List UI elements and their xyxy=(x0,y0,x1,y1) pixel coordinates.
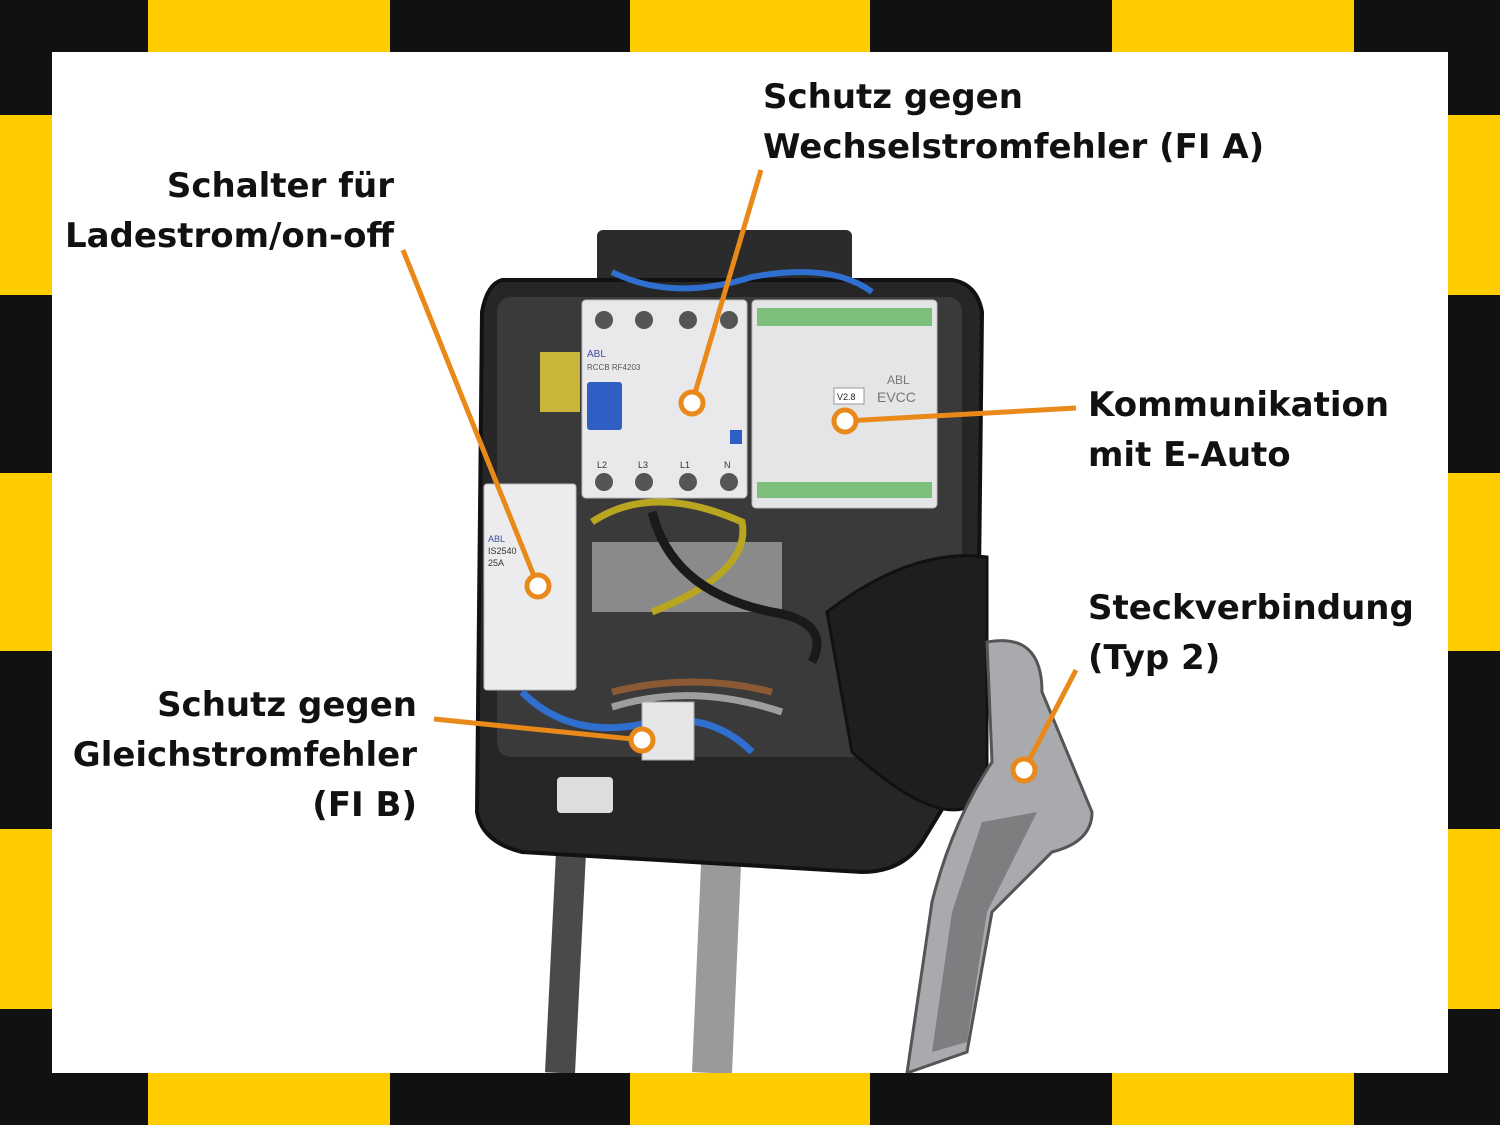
border-segment xyxy=(630,0,870,52)
contactor-rating-text: 25A xyxy=(488,558,504,568)
dc-fault-module xyxy=(641,701,695,761)
border-segment xyxy=(0,651,52,829)
callout-label-line: Schutz gegen xyxy=(157,685,417,725)
border-segment xyxy=(1448,651,1500,829)
callout-label-line: (FI B) xyxy=(312,785,417,825)
border-segment xyxy=(0,0,52,115)
evcc-bottom-connectors xyxy=(757,482,932,498)
callout-label-line: Schutz gegen xyxy=(763,77,1023,117)
border-segment xyxy=(1448,829,1500,1009)
border-segment xyxy=(1112,1073,1354,1125)
contactor-model-text: IS2540 xyxy=(488,546,517,556)
callout-label-fi-b: Schutz gegen Gleichstromfehler (FI B) xyxy=(73,680,417,830)
evcc-version-sticker xyxy=(833,387,865,405)
border-segment xyxy=(0,473,52,651)
rccb-brand-text: ABL xyxy=(587,349,606,360)
callout-label-switch: Schalter für Ladestrom/on-off xyxy=(65,161,394,261)
contactor-module xyxy=(483,483,577,691)
rccb-test-button xyxy=(730,430,742,444)
callout-label-plug: Steckverbindung (Typ 2) xyxy=(1088,583,1414,683)
terminal-l3-text: L3 xyxy=(638,460,648,470)
callout-label-comm: Kommunikation mit E-Auto xyxy=(1088,380,1389,480)
border-segment xyxy=(870,0,1112,52)
border-segment xyxy=(0,295,52,473)
border-segment xyxy=(0,1009,52,1125)
callout-label-line: Wechselstromfehler (FI A) xyxy=(763,127,1265,167)
terminal-n-text: N xyxy=(724,460,731,470)
rccb-model-text: RCCB RF4203 xyxy=(587,363,641,372)
border-segment xyxy=(1112,0,1354,52)
supply-cable xyxy=(545,831,587,1073)
border-segment xyxy=(1448,473,1500,651)
rccb-lever xyxy=(587,382,622,430)
border-segment xyxy=(630,1073,870,1125)
border-segment xyxy=(1448,0,1500,115)
border-segment xyxy=(0,829,52,1009)
callout-label-line: Schalter für xyxy=(166,166,394,206)
evcc-brand-text: ABL xyxy=(887,373,910,387)
diagram-panel: ABL RCCB RF4203 L2 L3 L1 N ABL EVCC V2.8… xyxy=(52,52,1448,1073)
border-segment xyxy=(148,1073,390,1125)
evcc-top-connectors xyxy=(757,308,932,326)
callout-label-line: (Typ 2) xyxy=(1088,638,1221,678)
border-segment xyxy=(0,115,52,295)
callout-label-line: Ladestrom/on-off xyxy=(64,216,394,256)
evcc-version-text: V2.8 xyxy=(837,392,856,402)
charging-cable xyxy=(692,841,742,1073)
evcc-text: EVCC xyxy=(877,389,916,405)
callout-label-fi-a: Schutz gegen Wechselstromfehler (FI A) xyxy=(763,72,1264,172)
callout-label-line: Gleichstromfehler xyxy=(72,735,417,775)
border-segment xyxy=(1448,1009,1500,1125)
callout-label-line: mit E-Auto xyxy=(1088,435,1291,475)
border-segment xyxy=(390,0,630,52)
terminal-l1-text: L1 xyxy=(680,460,690,470)
border-segment xyxy=(870,1073,1112,1125)
border-segment xyxy=(390,1073,630,1125)
contactor-brand-text: ABL xyxy=(488,534,505,544)
cable-gland xyxy=(557,777,613,813)
pe-terminal-block xyxy=(540,352,580,412)
wire-black xyxy=(647,510,822,665)
border-segment xyxy=(148,0,390,52)
callout-label-line: Steckverbindung xyxy=(1088,588,1414,628)
terminal-l2-text: L2 xyxy=(597,460,607,470)
border-segment xyxy=(1448,295,1500,473)
wire-brown xyxy=(611,678,773,696)
border-segment xyxy=(1448,115,1500,295)
type2-plug-grip xyxy=(932,812,1037,1052)
wire-grey xyxy=(610,692,784,716)
callout-label-line: Kommunikation xyxy=(1088,385,1390,425)
